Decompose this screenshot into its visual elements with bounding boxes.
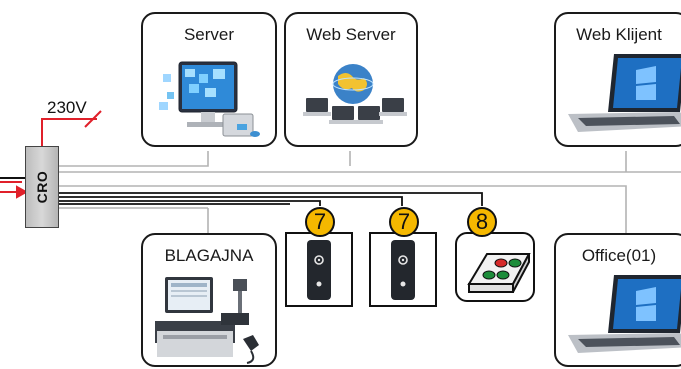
cash-register-node[interactable]: BLAGAJNA [141, 233, 277, 367]
web-client-node[interactable]: Web Klijent [554, 12, 681, 147]
pos-terminal-icon [155, 277, 259, 364]
network-links [59, 151, 681, 233]
control-cables [59, 192, 483, 206]
speaker-device-1[interactable] [285, 232, 353, 307]
cro-label: CRO [34, 170, 50, 204]
globe-network-icon [303, 64, 407, 124]
web-client-label: Web Klijent [576, 25, 662, 44]
web-server-node[interactable]: Web Server [284, 12, 418, 147]
cable-device-7a [59, 200, 321, 206]
web-server-label: Web Server [306, 25, 396, 44]
link-server [59, 151, 209, 167]
link-office [59, 185, 627, 233]
device-badge-1: 7 [305, 207, 335, 237]
office-node[interactable]: Office(01) [554, 233, 681, 367]
power-slash [84, 110, 102, 128]
laptop-icon [568, 54, 681, 132]
laptop-icon [568, 275, 681, 353]
button-panel-icon [467, 253, 531, 293]
speaker-device-2[interactable] [369, 232, 437, 307]
cro-unit[interactable]: CRO [25, 146, 59, 228]
cable-device-7b [59, 196, 403, 206]
server-label: Server [183, 25, 235, 44]
button-panel-device[interactable] [455, 232, 535, 302]
server-node[interactable]: Server [141, 12, 277, 147]
input-arrow-head [16, 185, 29, 199]
office-label: Office(01) [581, 246, 657, 265]
voltage-label: 230V [47, 98, 87, 117]
speaker-icon [391, 240, 415, 300]
speaker-icon [307, 240, 331, 300]
desktop-computer-icon [159, 61, 260, 137]
device-badge-2: 7 [389, 207, 419, 237]
device-badge-3: 8 [467, 207, 497, 237]
cash-register-label: BLAGAJNA [164, 246, 254, 265]
power-feed [41, 118, 97, 158]
cable-device-8 [59, 192, 483, 206]
